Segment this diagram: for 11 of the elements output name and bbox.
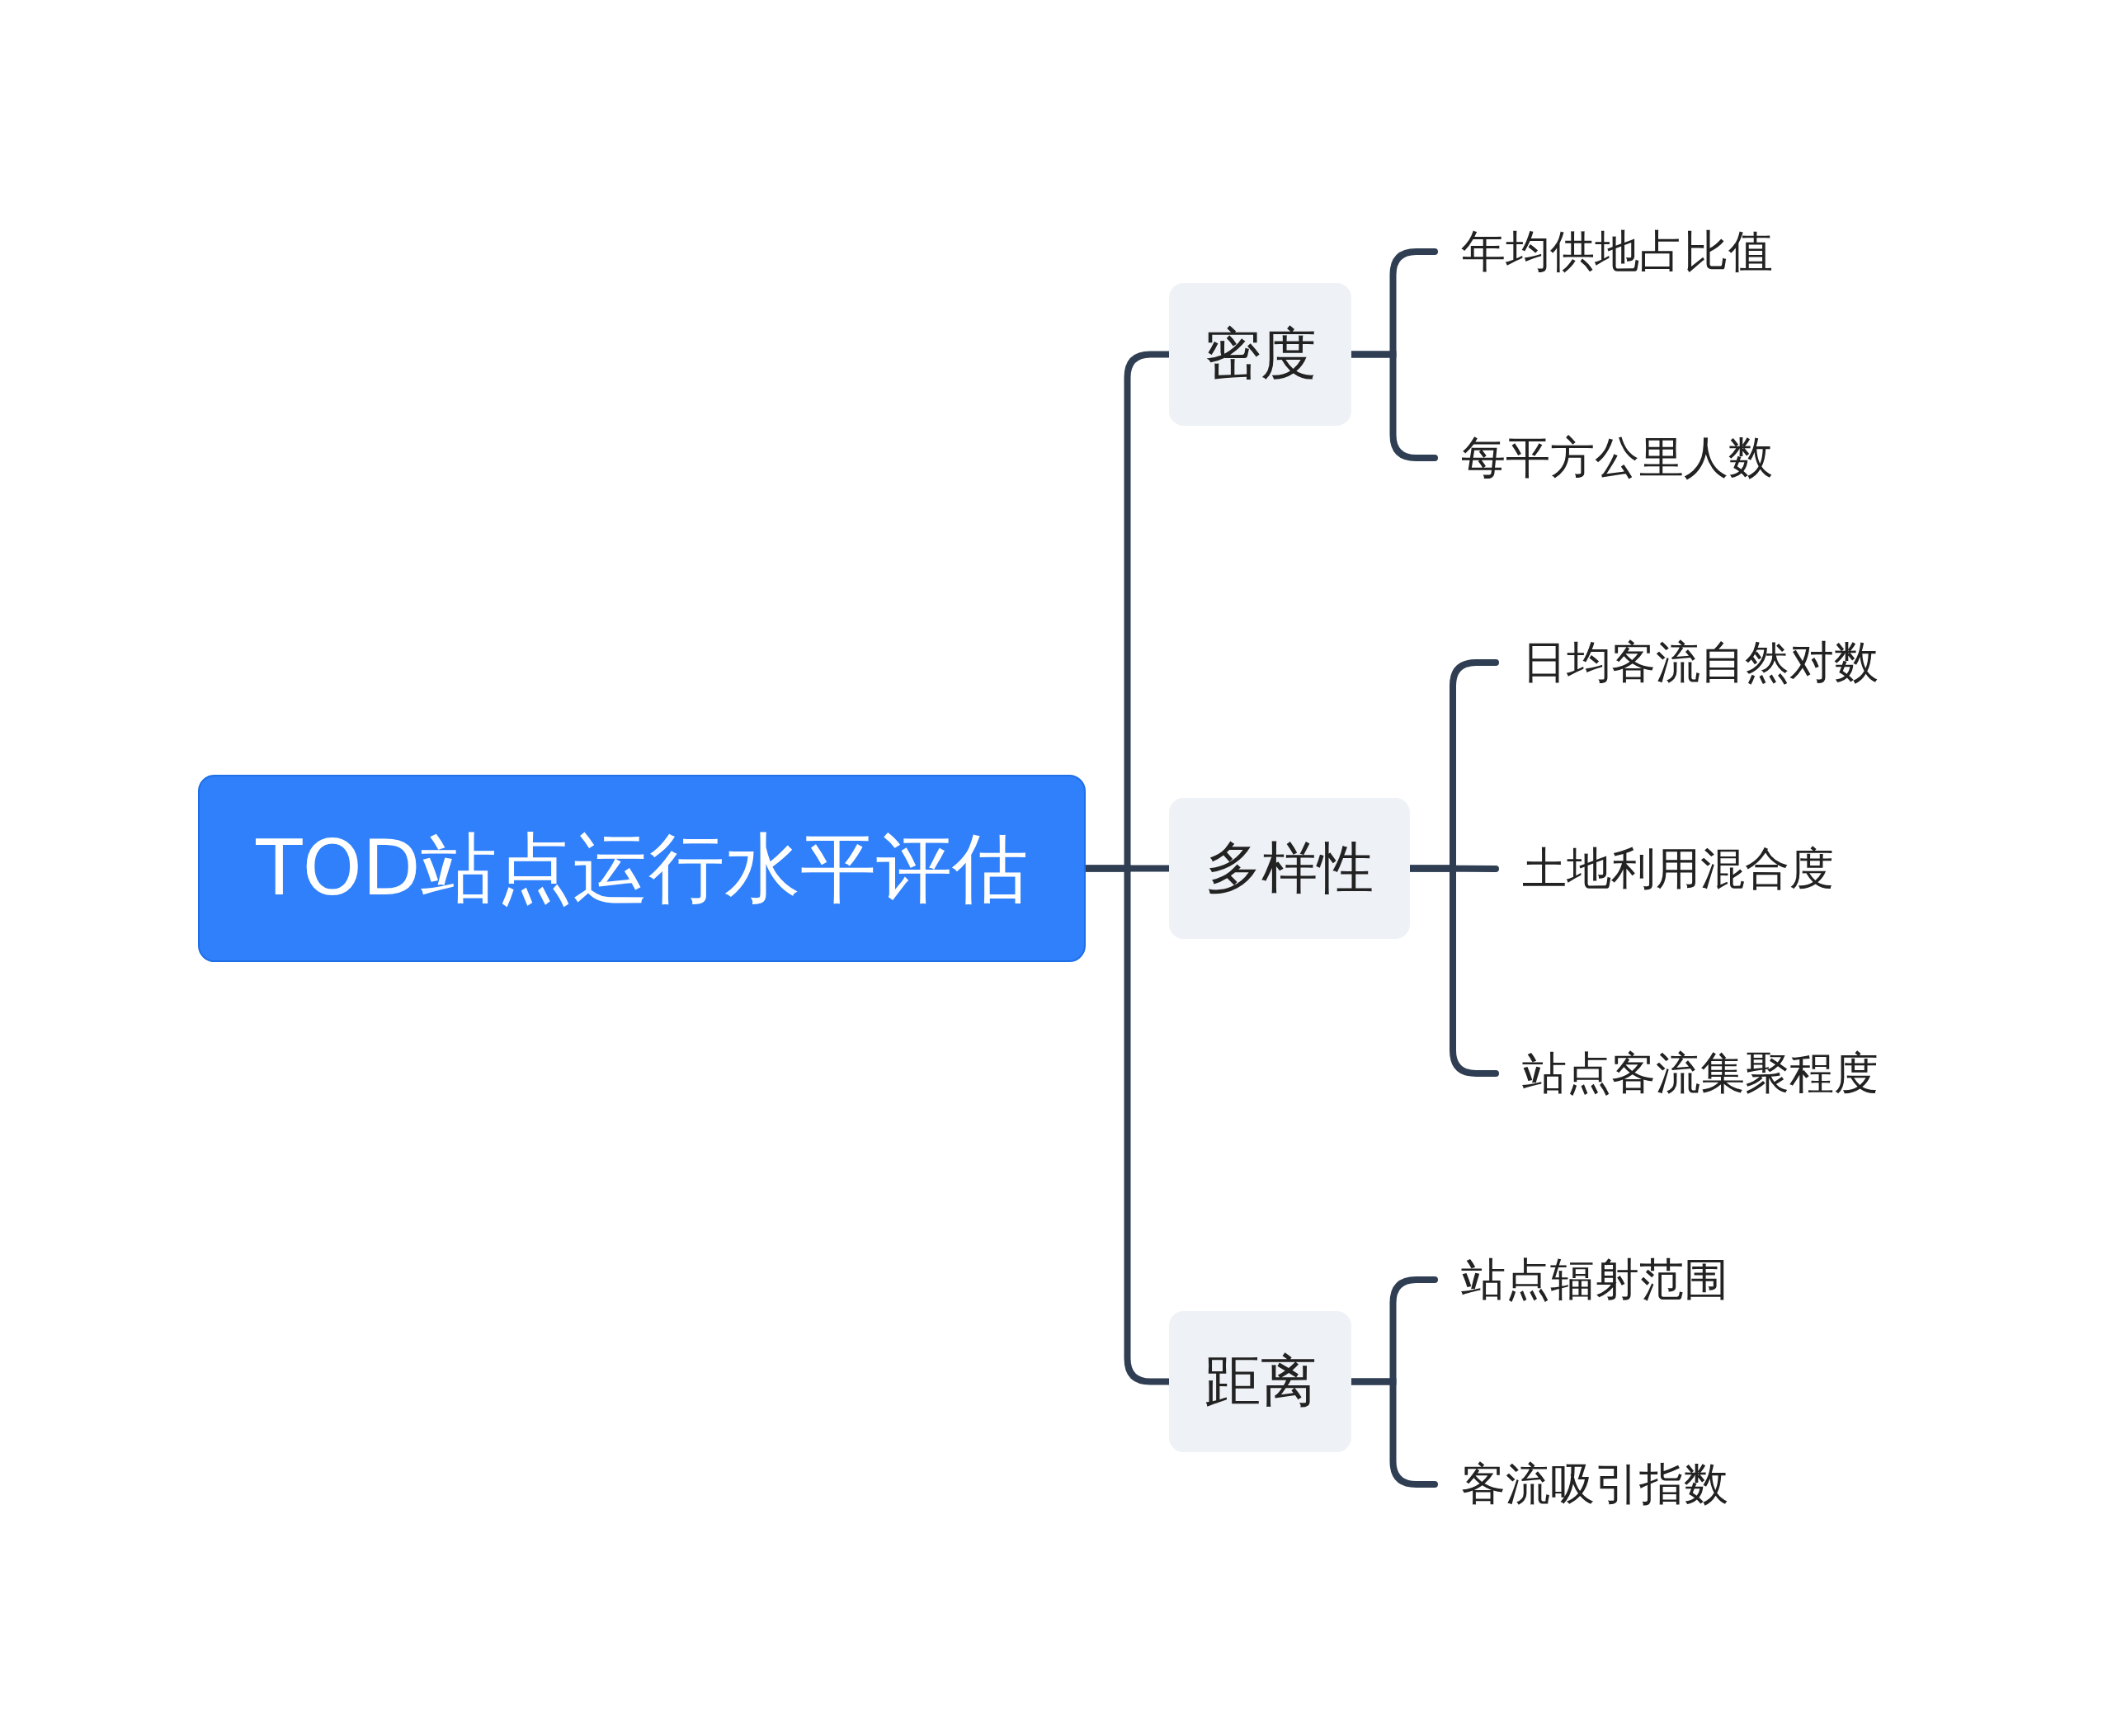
central-topic-box: TOD站点运行水平评估 [198,775,1086,962]
subtopic-box: 距离 [1169,1311,1351,1452]
leaf-topic: 客流吸引指数 [1461,1455,1824,1513]
subtopic-box: 多样性 [1169,798,1410,939]
subtopic-box: 密度 [1169,283,1351,426]
leaf-topic: 年均供地占比值 [1461,223,1841,281]
leaf-topic: 日均客流自然对数 [1522,634,1918,691]
leaf-topic: 每平方公里人数 [1461,429,1841,487]
leaf-topic: 站点辐射范围 [1461,1251,1824,1309]
leaf-topic: 站点客流集聚程度 [1522,1045,1918,1102]
leaf-topic: 土地利用混合度 [1522,840,1918,898]
